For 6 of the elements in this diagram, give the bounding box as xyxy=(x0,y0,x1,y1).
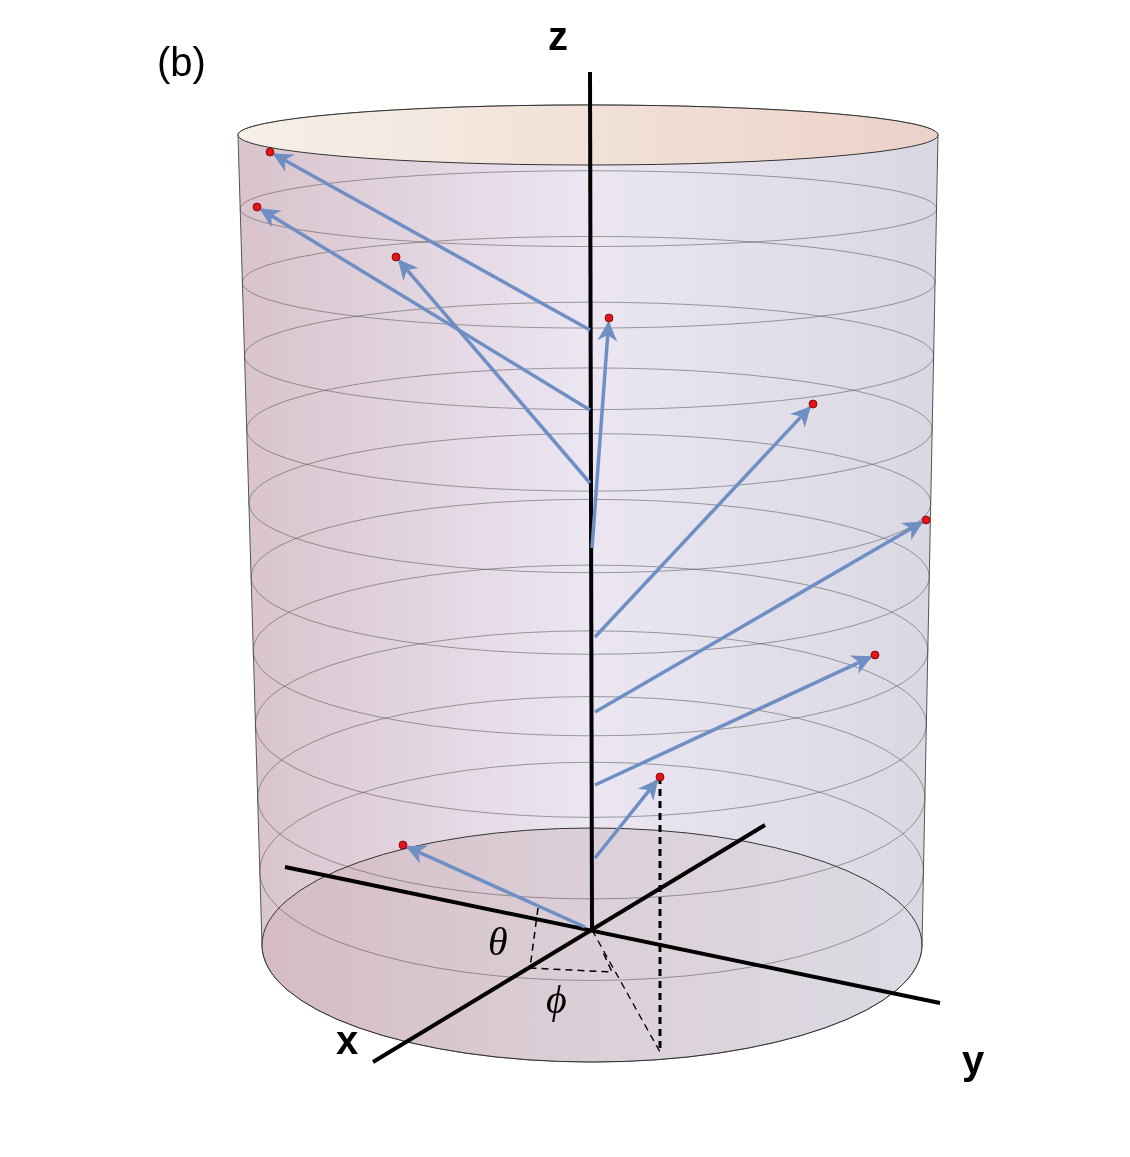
axis-label: z xyxy=(548,16,568,56)
angle-label: ϕ xyxy=(546,980,567,1020)
angle-label: θ xyxy=(488,922,508,962)
axis-label: x xyxy=(336,1020,359,1060)
axis-label: y xyxy=(962,1040,985,1080)
panel-label: (b) xyxy=(157,42,206,82)
